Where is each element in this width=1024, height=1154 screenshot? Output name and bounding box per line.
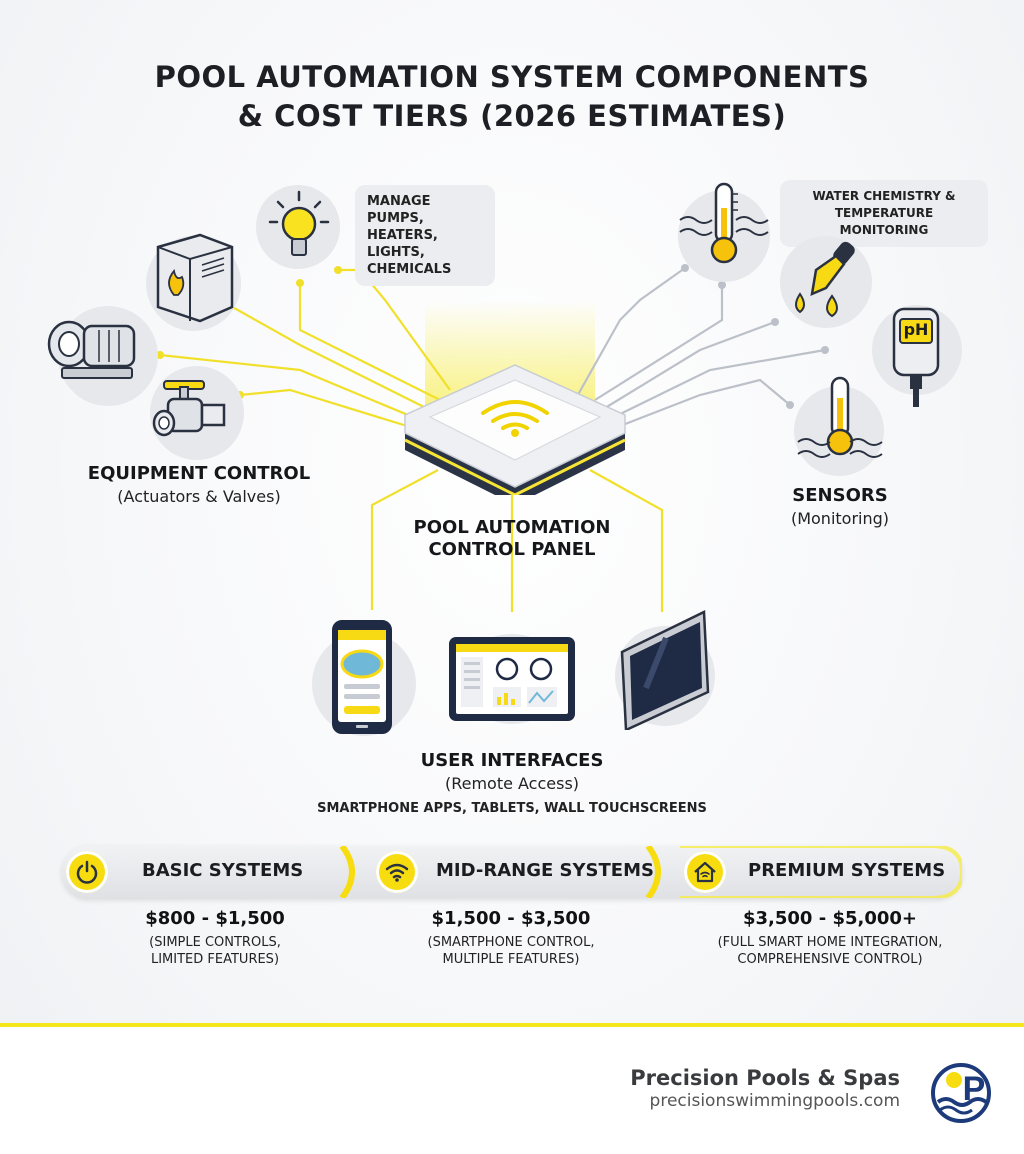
brand-logo[interactable]: P xyxy=(928,1060,998,1126)
page-title: POOL AUTOMATION SYSTEM COMPONENTS & COST… xyxy=(0,58,1024,136)
valve-icon xyxy=(152,380,226,437)
user-interfaces-subtitle: (Remote Access) xyxy=(444,774,580,793)
equipment-control-subtitle: (Actuators & Valves) xyxy=(117,487,281,506)
tier-premium-description: (FULL SMART HOME INTEGRATION, COMPREHENS… xyxy=(717,935,943,967)
panel-label: POOL AUTOMATION CONTROL PANEL xyxy=(413,517,611,560)
user-interfaces-note: SMARTPHONE APPS, TABLETS, WALL TOUCHSCRE… xyxy=(317,801,707,816)
temperature-sensor-icon xyxy=(797,376,883,458)
user-interfaces-title: USER INTERFACES xyxy=(420,750,604,771)
sensors-title: SENSORS xyxy=(792,485,888,506)
water-chemistry-callout: WATER CHEMISTRY & TEMPERATURE MONITORING xyxy=(780,180,988,247)
ph-meter-icon xyxy=(892,307,940,407)
sensor-wires xyxy=(574,267,826,430)
interface-wires xyxy=(370,469,664,612)
ph-label: pH xyxy=(903,320,929,339)
tier-mid-price: $1,500 - $3,500 xyxy=(431,908,591,929)
control-panel-hub xyxy=(404,364,626,495)
tablet-icon xyxy=(449,637,575,721)
tier-mid-description: (SMARTPHONE CONTROL, MULTIPLE FEATURES) xyxy=(427,935,595,967)
tier-mid-icon xyxy=(376,851,418,893)
tier-basic-name: BASIC SYSTEMS xyxy=(142,860,304,881)
tier-mid-name: MID-RANGE SYSTEMS xyxy=(436,860,654,881)
dropper-icon xyxy=(795,241,855,318)
tier-premium-price: $3,500 - $5,000+ xyxy=(742,908,917,929)
smartphone-icon xyxy=(332,620,392,734)
tier-premium-icon xyxy=(684,851,726,893)
power-icon xyxy=(76,860,98,884)
tier-premium-name: PREMIUM SYSTEMS xyxy=(748,860,946,881)
tier-basic-description: (SIMPLE CONTROLS, LIMITED FEATURES) xyxy=(149,935,281,967)
brand-logo-letter: P xyxy=(963,1070,986,1108)
equipment-control-title: EQUIPMENT CONTROL xyxy=(87,463,311,484)
title-line-2: & COST TIERS (2026 ESTIMATES) xyxy=(237,99,787,133)
smart-home-icon xyxy=(694,861,716,883)
tier-basic-icon xyxy=(66,851,108,893)
thermometer-water-icon xyxy=(679,182,769,264)
tier-basic-price: $800 - $1,500 xyxy=(145,908,285,929)
heater-icon xyxy=(156,233,234,323)
wifi-icon xyxy=(385,863,409,882)
footer xyxy=(0,1027,1024,1154)
light-bulb-icon xyxy=(268,190,330,256)
pump-icon xyxy=(47,320,136,379)
title-line-1: POOL AUTOMATION SYSTEM COMPONENTS xyxy=(154,60,870,94)
wall-touchscreen-icon xyxy=(620,610,710,730)
equipment-wires xyxy=(159,268,451,432)
cost-tiers-dividers xyxy=(339,846,962,898)
wifi-icon xyxy=(481,400,549,430)
manage-callout: MANAGE PUMPS, HEATERS, LIGHTS, CHEMICALS xyxy=(355,185,495,286)
brand-name: Precision Pools & Spas xyxy=(630,1066,900,1090)
footer-divider xyxy=(0,1023,1024,1027)
sensors-subtitle: (Monitoring) xyxy=(790,509,890,528)
cost-tiers-bar xyxy=(62,846,962,898)
brand-url: precisionswimmingpools.com xyxy=(649,1091,900,1111)
